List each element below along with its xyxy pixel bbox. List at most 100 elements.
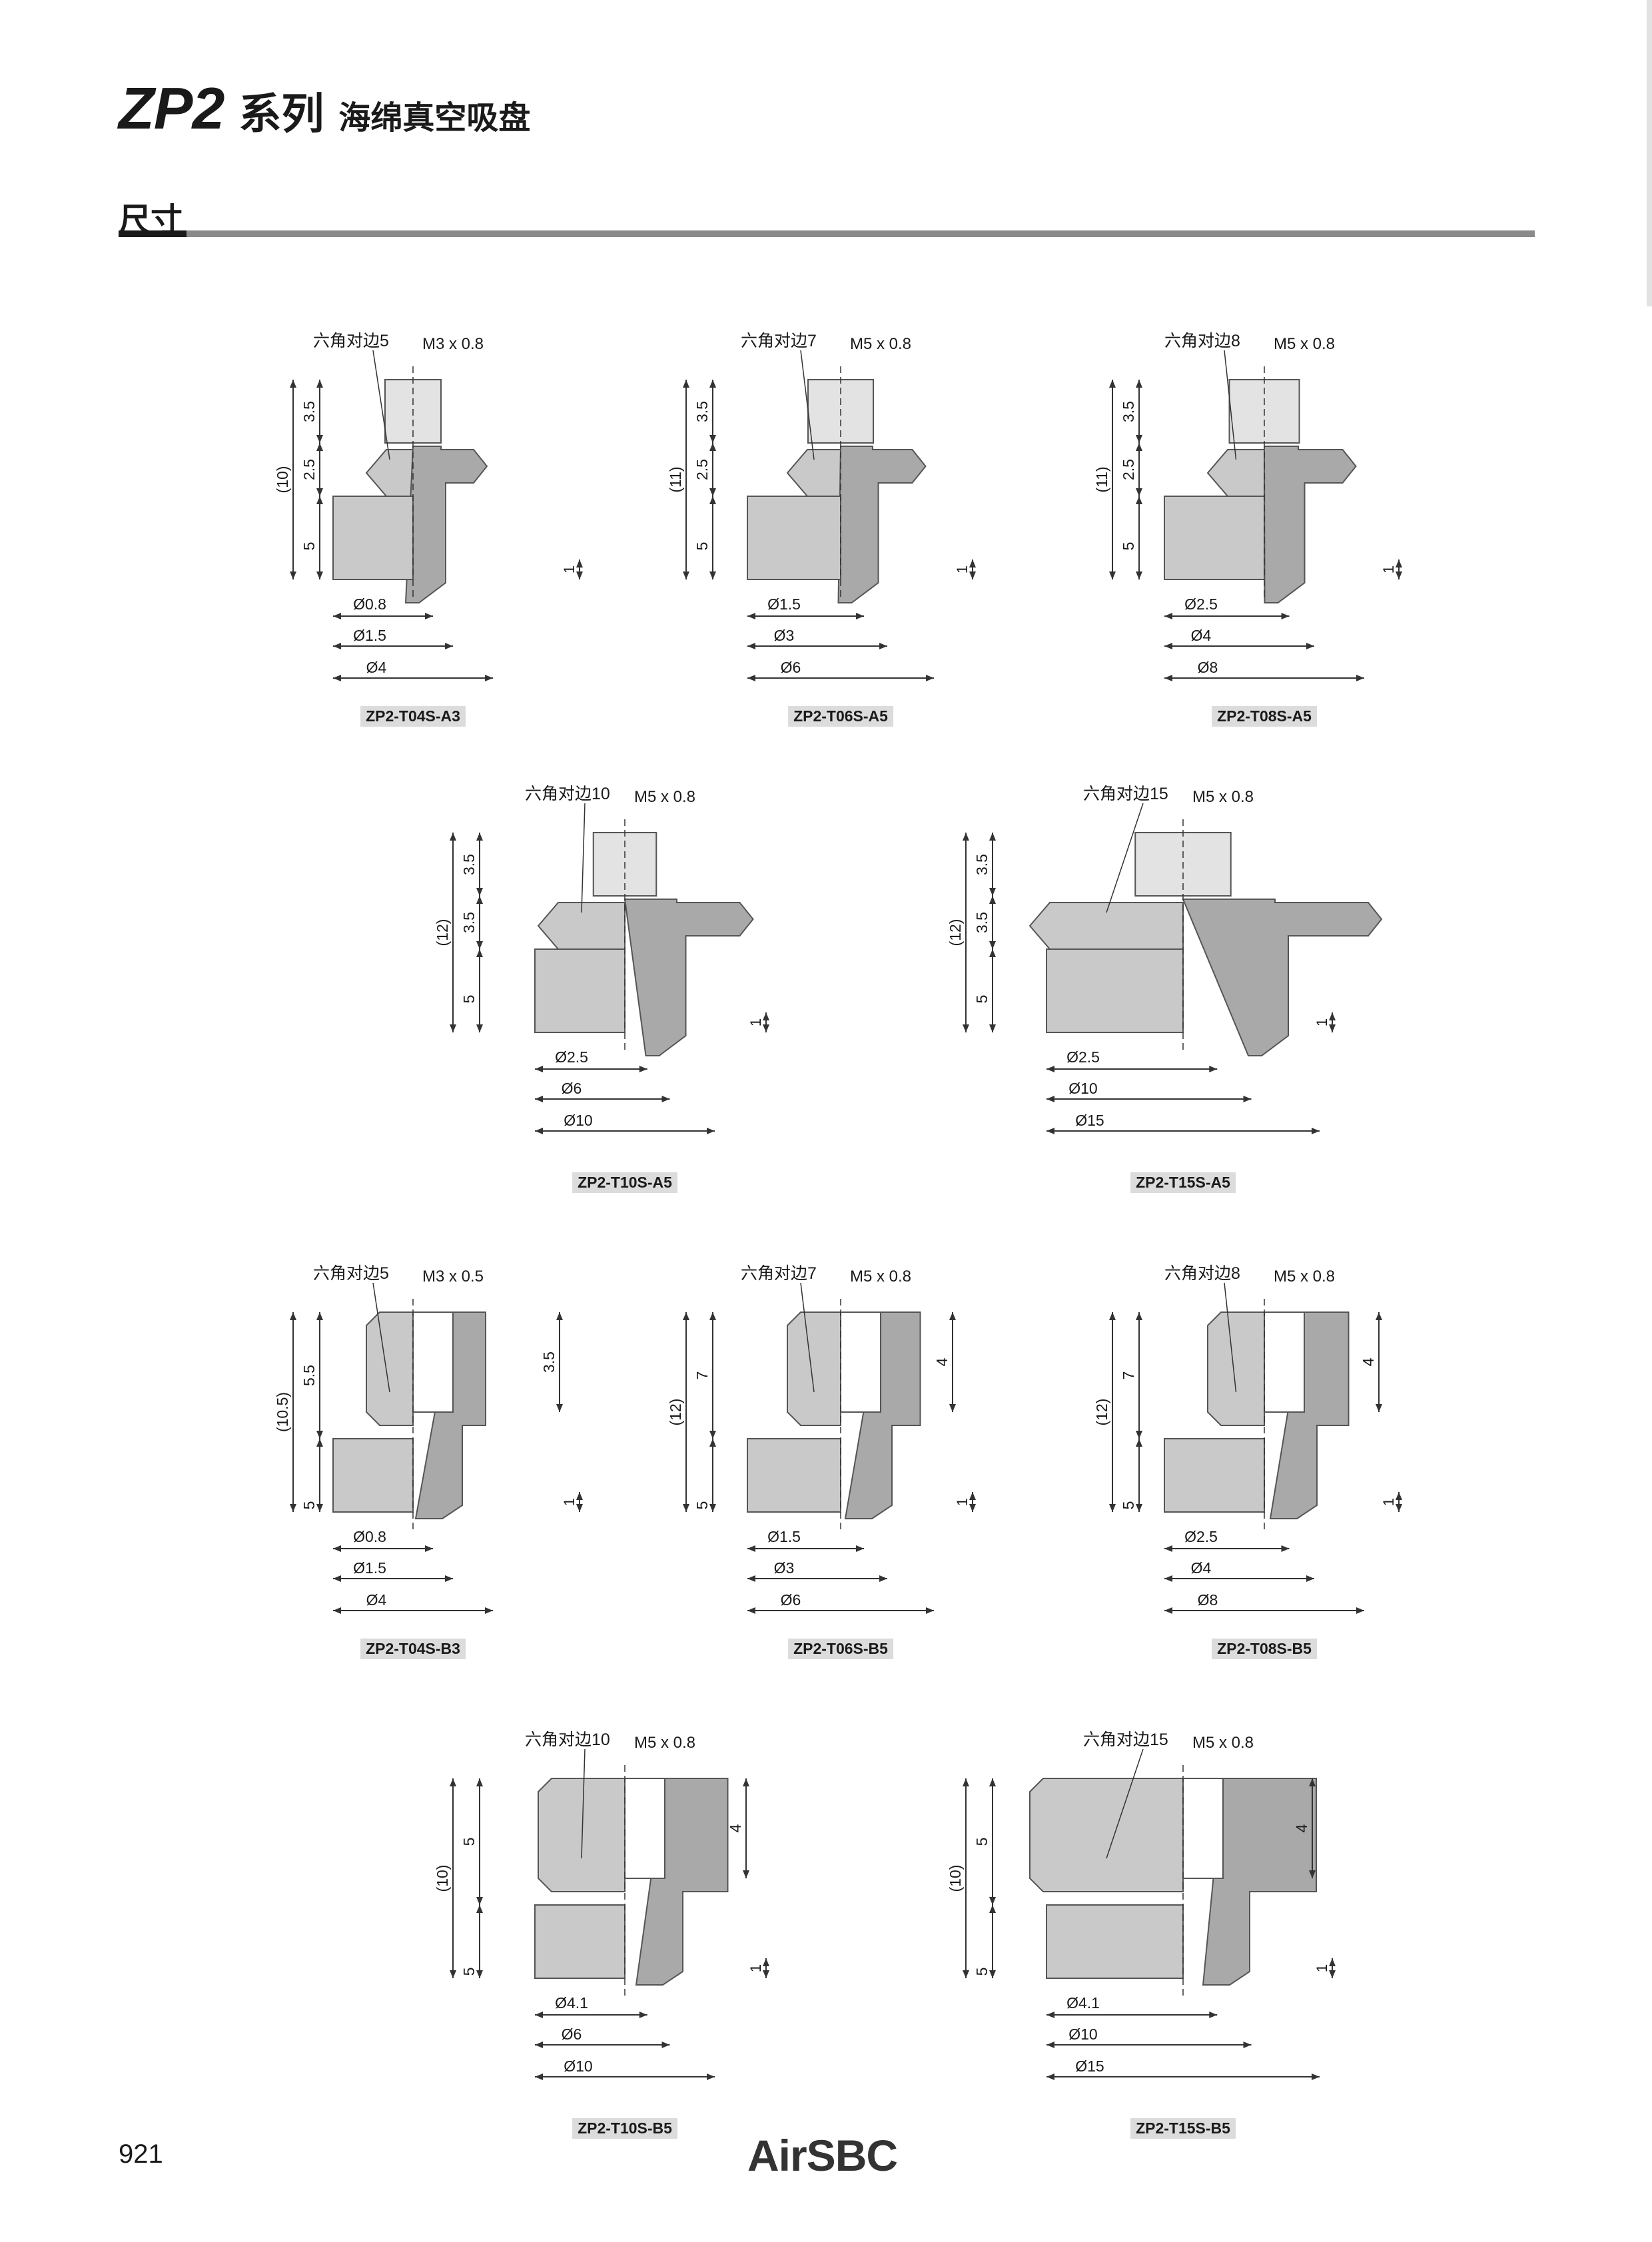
- bottom-height-dim-arrow-bottom: [989, 1024, 996, 1032]
- diameter-3-dim-arrow-right: [1312, 1128, 1320, 1134]
- sponge-body: [1164, 496, 1265, 580]
- bottom-height-dim-arrow-bottom: [316, 1504, 323, 1512]
- diameter-2-dim-arrow-right: [1243, 2042, 1252, 2048]
- diameter-3-dim-arrow-right: [707, 2073, 715, 2080]
- bottom-height-text: 5: [973, 995, 991, 1004]
- lip-dim-arrow-top: [763, 1012, 769, 1020]
- sponge-body: [1046, 948, 1184, 1033]
- lip-dim-arrow-top: [969, 560, 976, 567]
- hex-block: [366, 1311, 414, 1426]
- top-height-text: 3.5: [300, 401, 318, 422]
- diameter-3-dim-arrow-left: [333, 1607, 341, 1614]
- sponge-body: [332, 1438, 414, 1513]
- diameter-1-dim-arrow-right: [1281, 613, 1290, 619]
- hex-label: 六角对边5: [313, 332, 389, 350]
- thread-label: M5 x 0.8: [1274, 335, 1335, 353]
- overall-height-text: (10): [947, 1865, 964, 1892]
- thread-bore: [1264, 1311, 1305, 1413]
- top-height-dim-arrow-bottom: [709, 1431, 716, 1439]
- overall-height-dim-arrow-bottom: [963, 1970, 969, 1978]
- mid-height-dim-arrow-top: [709, 443, 716, 451]
- hex-label: 六角对边7: [741, 332, 817, 350]
- overall-height-dim-arrow-top: [963, 1778, 969, 1786]
- thread-label: M5 x 0.8: [850, 1268, 911, 1286]
- diameter-2-text: Ø3: [774, 1559, 795, 1577]
- diameter-3-dim-arrow-left: [1046, 1128, 1054, 1134]
- diameter-2-dim-arrow-right: [1306, 1575, 1314, 1582]
- hex-label: 六角对边10: [525, 1730, 610, 1749]
- bore-depth-text: 4: [1360, 1357, 1377, 1366]
- hex-leader: [800, 350, 815, 460]
- thread-bore: [412, 1311, 454, 1413]
- lip-text: 1: [747, 1018, 764, 1026]
- top-height-dim-arrow-bottom: [1136, 435, 1142, 443]
- mid-height-dim-arrow-top: [316, 443, 323, 451]
- sponge-body: [534, 948, 625, 1033]
- diameter-1-text: Ø2.5: [1066, 1048, 1100, 1066]
- diameter-2-dim-arrow-right: [661, 2042, 670, 2048]
- diameter-3-dim-arrow-left: [333, 675, 341, 681]
- diameter-1-text: Ø1.5: [767, 595, 801, 613]
- diameter-2-dim-arrow-left: [747, 1575, 755, 1582]
- lip-dim-arrow-top: [1396, 1492, 1402, 1500]
- product-name: 海绵真空吸盘: [338, 101, 531, 136]
- diameter-2-text: Ø4: [1191, 627, 1212, 644]
- lip-text: 1: [1314, 1018, 1330, 1026]
- thread-label: M5 x 0.8: [850, 335, 911, 353]
- bottom-height-dim-arrow-bottom: [1136, 1504, 1142, 1512]
- mid-height-dim-arrow-bottom: [709, 488, 716, 496]
- body-right: [844, 1311, 921, 1519]
- diameter-3-text: Ø6: [781, 1591, 801, 1609]
- hex-leader: [1224, 1282, 1237, 1393]
- diameter-2-text: Ø4: [1191, 1559, 1212, 1577]
- overall-height-dim-arrow-bottom: [1109, 571, 1116, 579]
- diameter-1-dim-arrow-right: [856, 1545, 864, 1552]
- series-code: ZP2: [119, 75, 224, 141]
- overall-height-dim-arrow-top: [290, 380, 296, 388]
- lip-text: 1: [954, 1498, 971, 1506]
- sponge-body: [1164, 1438, 1265, 1513]
- bore-depth-dim-arrow-top: [1376, 1312, 1382, 1320]
- lip-dim-arrow-bottom: [1329, 1024, 1336, 1032]
- bore-depth-dim-arrow-bottom: [556, 1404, 563, 1412]
- lip-dim-arrow-bottom: [969, 1504, 976, 1512]
- diameter-2-dim-arrow-right: [445, 643, 453, 649]
- sponge-body: [1046, 1904, 1184, 1979]
- diameter-1-dim-arrow-right: [1209, 2012, 1218, 2018]
- bottom-height-dim-arrow-bottom: [1136, 571, 1142, 579]
- diameter-2-dim-arrow-left: [333, 1575, 341, 1582]
- bore-depth-dim-arrow-bottom: [1309, 1870, 1316, 1878]
- lip-dim-arrow-top: [969, 1492, 976, 1500]
- diameter-1-dim-arrow-right: [1209, 1066, 1218, 1072]
- thread-label: M5 x 0.8: [1192, 788, 1254, 806]
- bottom-height-dim-arrow-top: [1136, 1439, 1142, 1447]
- top-height-text: 5: [973, 1838, 991, 1846]
- top-height-dim-arrow-bottom: [989, 1897, 996, 1905]
- diameter-2-dim-arrow-left: [747, 643, 755, 649]
- lip-text: 1: [561, 1498, 578, 1506]
- lip-dim-arrow-bottom: [969, 571, 976, 579]
- overall-height-dim-arrow-bottom: [683, 1504, 689, 1512]
- hex-leader: [1224, 350, 1237, 460]
- lip-dim-arrow-top: [763, 1958, 769, 1966]
- top-height-text: 3.5: [973, 854, 991, 875]
- lip-dim-arrow-top: [1396, 560, 1402, 567]
- diameter-3-dim-arrow-right: [926, 675, 934, 681]
- diameter-3-dim-arrow-left: [747, 675, 755, 681]
- mid-height-text: 3.5: [460, 912, 478, 933]
- diameter-2-dim-arrow-right: [1306, 643, 1314, 649]
- lip-text: 1: [747, 1964, 764, 1972]
- overall-height-text: (12): [434, 919, 451, 946]
- top-height-text: 3.5: [693, 401, 711, 422]
- hex-leader: [372, 1282, 390, 1393]
- lip-text: 1: [1380, 1498, 1397, 1506]
- pad-flange: [1182, 899, 1383, 1056]
- hex-label: 六角对边8: [1164, 1264, 1240, 1283]
- diameter-3-dim-arrow-right: [485, 1607, 493, 1614]
- diameter-1-dim-arrow-left: [1164, 613, 1172, 619]
- diameter-2-dim-arrow-left: [535, 1096, 543, 1102]
- mid-height-dim-arrow-top: [1136, 443, 1142, 451]
- top-height-text: 7: [693, 1371, 711, 1380]
